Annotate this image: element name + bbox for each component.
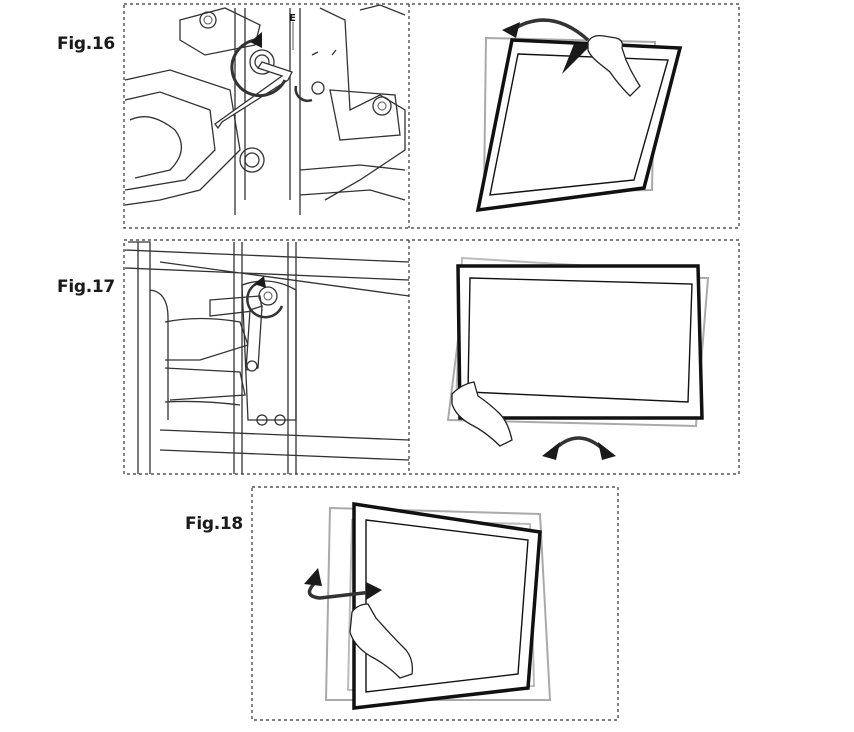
fig17-mount-detail bbox=[124, 241, 410, 474]
fig17-panel bbox=[123, 239, 740, 475]
fig18-swivel-screen bbox=[304, 501, 552, 710]
fig18-panel bbox=[251, 486, 619, 721]
fig18-frame bbox=[251, 486, 619, 721]
fig17-frame bbox=[123, 239, 740, 475]
fig16-panel: E bbox=[123, 3, 740, 229]
fig16-frame bbox=[123, 3, 740, 229]
fig16-tilt-screen bbox=[475, 18, 683, 213]
fig16-label: Fig.16 bbox=[57, 34, 115, 54]
fig16-mount-detail: E bbox=[124, 4, 406, 215]
fig16-callout-e: E bbox=[289, 13, 296, 24]
fig17-label: Fig.17 bbox=[57, 277, 115, 297]
fig17-rotate-screen bbox=[446, 256, 710, 460]
fig18-label: Fig.18 bbox=[185, 514, 243, 534]
